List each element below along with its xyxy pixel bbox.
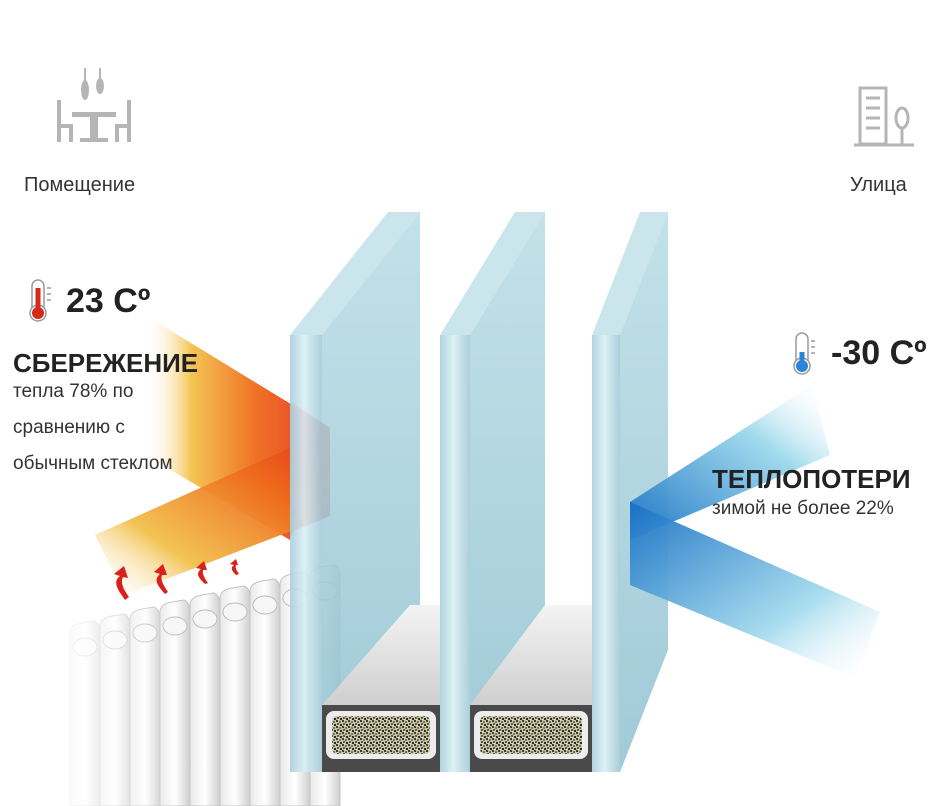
- thermometer-hot-icon: [29, 279, 51, 322]
- spacer: [322, 605, 440, 772]
- spacer: [470, 605, 592, 772]
- desiccant-spacers: [322, 605, 592, 772]
- savings-description-line: тепла 78% по: [13, 381, 134, 402]
- room-label: Помещение: [24, 174, 136, 196]
- heat-arrows: [114, 559, 239, 600]
- heat-loss-heading: ТЕПЛОПОТЕРИ: [712, 464, 911, 494]
- room-temperature: 23 Cº: [66, 282, 151, 320]
- street-label: Улица: [850, 174, 907, 196]
- city-building-icon: [854, 86, 914, 147]
- heat-loss-beam: [630, 385, 880, 678]
- heat-arrow-icon: [114, 566, 129, 600]
- thermometer-cold-icon: [793, 332, 815, 375]
- glass-pane: [440, 212, 545, 772]
- heat-loss-description: зимой не более 22%: [712, 498, 894, 519]
- glass-pane: [592, 212, 668, 772]
- savings-heading: СБЕРЕЖЕНИЕ: [13, 348, 199, 378]
- savings-description-line: обычным стеклом: [13, 453, 173, 474]
- dining-room-icon: [57, 68, 131, 142]
- heat-arrow-icon: [154, 564, 168, 594]
- savings-description-line: сравнению с: [13, 417, 125, 438]
- street-temperature: -30 Cº: [831, 334, 927, 372]
- heat-arrow-icon: [196, 561, 208, 584]
- heat-arrow-icon: [230, 559, 239, 575]
